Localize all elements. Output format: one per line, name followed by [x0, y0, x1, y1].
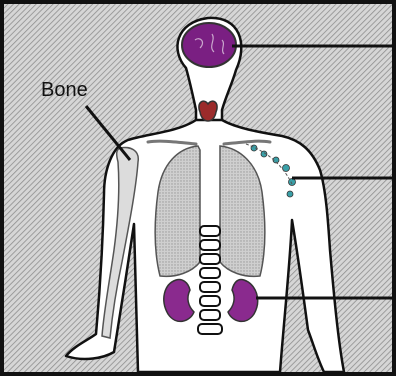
thyroid [199, 101, 217, 121]
brain [182, 23, 236, 67]
bone-label: Bone [41, 79, 88, 101]
